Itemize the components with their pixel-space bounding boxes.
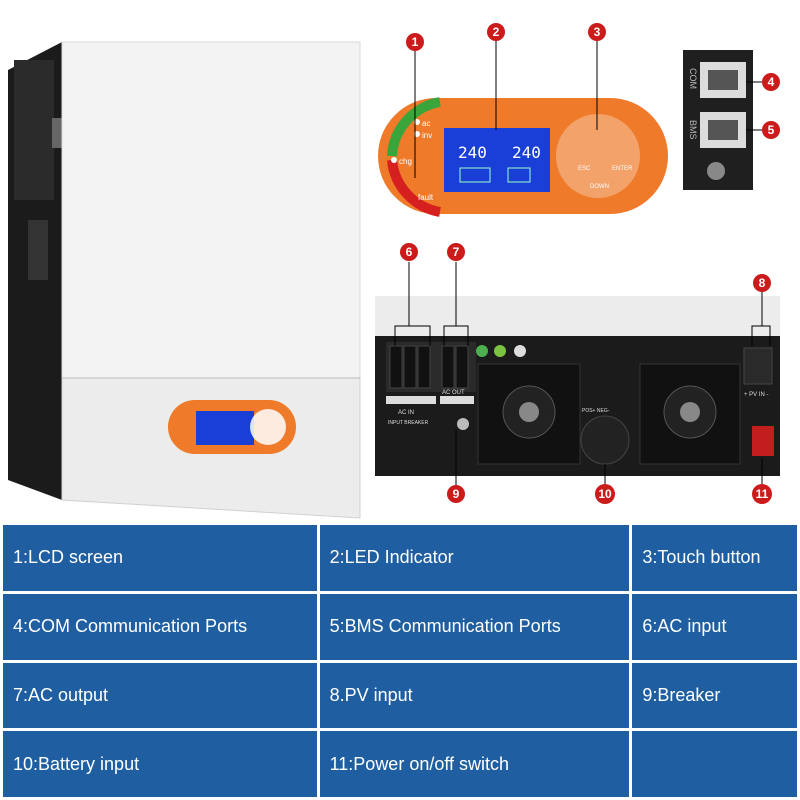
table-cell: 2:LED Indicator [319, 525, 630, 591]
lcd-left-value: 240 [458, 143, 487, 162]
down-button[interactable]: DOWN [590, 184, 609, 190]
callout-9 [447, 485, 465, 503]
callout-5 [762, 121, 780, 139]
led-fault-label: fault [418, 193, 434, 202]
table-cell: 8.PV input [319, 662, 630, 729]
callout-7 [447, 243, 465, 261]
callout-markers: 1 2 3 4 5 6 7 8 9 10 11 [400, 23, 780, 504]
inverter-illustration: ac inv chg fault 240 240 ESC ENTER DOWN … [8, 23, 780, 519]
product-image-area: ac inv chg fault 240 240 ESC ENTER DOWN … [8, 23, 780, 519]
control-panel-closeup: ac inv chg fault 240 240 ESC ENTER DOWN [378, 97, 668, 217]
table-cell: 11:Power on/off switch [319, 731, 630, 797]
pv-in-label: + PV IN - [744, 392, 769, 398]
ac-out-label: AC OUT [442, 390, 465, 396]
callout-8-label: 8 [759, 276, 766, 290]
callout-11-label: 11 [756, 487, 769, 501]
callout-3-label: 3 [594, 25, 601, 39]
table-row: 1:LCD screen 2:LED Indicator 3:Touch but… [3, 525, 797, 591]
table-cell: 3:Touch button [632, 525, 797, 591]
bms-label: BMS [688, 120, 698, 140]
callout-2 [487, 23, 505, 41]
callout-1-label: 1 [412, 35, 419, 49]
callout-11 [752, 484, 772, 504]
legend-table: 1:LCD screen 2:LED Indicator 3:Touch but… [0, 522, 800, 800]
enter-button[interactable]: ENTER [612, 166, 633, 172]
input-breaker-label: INPUT BREAKER [388, 420, 429, 426]
callout-9-label: 9 [453, 487, 460, 501]
callout-5-label: 5 [768, 123, 775, 137]
callout-1 [406, 33, 424, 51]
callout-6-label: 6 [406, 245, 413, 259]
table-cell: 9:Breaker [632, 662, 797, 729]
power-switch [752, 426, 774, 456]
esc-button[interactable]: ESC [578, 166, 591, 172]
table-cell [632, 731, 797, 797]
inverter-unit [8, 41, 361, 519]
table-row: 10:Battery input 11:Power on/off switch [3, 731, 797, 797]
callout-10 [595, 484, 615, 504]
table-cell: 6:AC input [632, 593, 797, 660]
callout-10-label: 10 [598, 487, 612, 501]
table-cell: 4:COM Communication Ports [3, 593, 317, 660]
callout-3 [588, 23, 606, 41]
lcd-screen [444, 128, 550, 192]
table-cell: 1:LCD screen [3, 525, 317, 591]
led-chg-label: chg [399, 157, 412, 166]
table-cell: 7:AC output [3, 662, 317, 729]
table-row: 7:AC output 8.PV input 9:Breaker [3, 662, 797, 729]
bottom-panel-closeup: AC IN AC OUT INPUT BREAKER POS+ NEG- + P… [375, 296, 780, 476]
pos-neg-label: POS+ NEG- [582, 408, 610, 414]
battery-input-port [580, 415, 630, 465]
callout-lines [394, 38, 771, 486]
callout-6 [400, 243, 418, 261]
callout-7-label: 7 [453, 245, 460, 259]
led-inv-label: inv [422, 131, 432, 140]
led-ac-label: ac [422, 119, 430, 128]
table-row: 4:COM Communication Ports 5:BMS Communic… [3, 593, 797, 660]
lcd-right-value: 240 [512, 143, 541, 162]
ac-in-label: AC IN [398, 410, 414, 416]
callout-4 [762, 73, 780, 91]
callout-4-label: 4 [768, 75, 775, 89]
callout-2-label: 2 [493, 25, 500, 39]
com-label: COM [688, 68, 698, 89]
table-cell: 10:Battery input [3, 731, 317, 797]
callout-8 [753, 274, 771, 292]
ports-closeup: COM BMS [683, 50, 762, 190]
table-cell: 5:BMS Communication Ports [319, 593, 630, 660]
